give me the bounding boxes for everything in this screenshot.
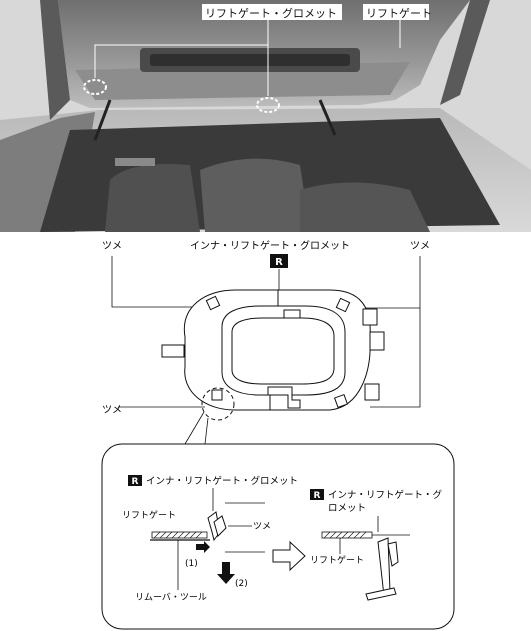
liftgate-photo: リフトゲート・グロメット リフトゲート — [0, 0, 531, 232]
label-claw-right: ツメ — [410, 241, 430, 252]
grommet-marker-right — [256, 97, 280, 113]
detail-left-tool: リムーバ・ツール — [135, 592, 207, 603]
svg-text:R: R — [275, 257, 283, 268]
detail-right: R インナ・リフトゲート・グ ロメット リフトゲート — [310, 489, 443, 601]
r-mark-right: R — [314, 491, 321, 501]
zoom-circle — [201, 387, 235, 421]
detail-left-title: インナ・リフトゲート・グロメット — [146, 475, 298, 487]
label-inner-grommet: インナ・リフトゲート・グロメット — [190, 239, 350, 252]
arrow-down-icon — [217, 562, 235, 584]
detail-left-step2: (2) — [235, 579, 248, 589]
detail-left-step1: (1) — [185, 559, 198, 569]
label-claw-lower: ツメ — [102, 405, 122, 416]
detail-right-liftgate: リフトゲート — [310, 554, 364, 566]
detail-left: R インナ・リフトゲート・グロメット リフトゲート ツメ (1) (2) リムー… — [122, 475, 298, 603]
grommet-drawing — [161, 289, 385, 411]
arrow-right-icon — [196, 541, 210, 553]
label-liftgate-grommet: リフトゲート・グロメット — [205, 6, 337, 20]
detail-right-title-2: ロメット — [328, 503, 366, 514]
label-claw-left: ツメ — [102, 241, 122, 252]
detail-right-title-1: インナ・リフトゲート・グ — [328, 489, 443, 501]
detail-left-liftgate: リフトゲート — [122, 509, 176, 521]
label-liftgate: リフトゲート — [366, 7, 432, 20]
grommet-diagram: ツメ インナ・リフトゲート・グロメット ツメ ツメ R — [101, 239, 455, 630]
r-mark-main: R — [270, 254, 288, 268]
grommet-marker-left — [83, 79, 107, 95]
r-mark-left: R — [132, 477, 139, 487]
detail-box — [101, 443, 455, 630]
transition-arrow-icon — [272, 540, 306, 572]
detail-left-claw: ツメ — [253, 522, 271, 532]
